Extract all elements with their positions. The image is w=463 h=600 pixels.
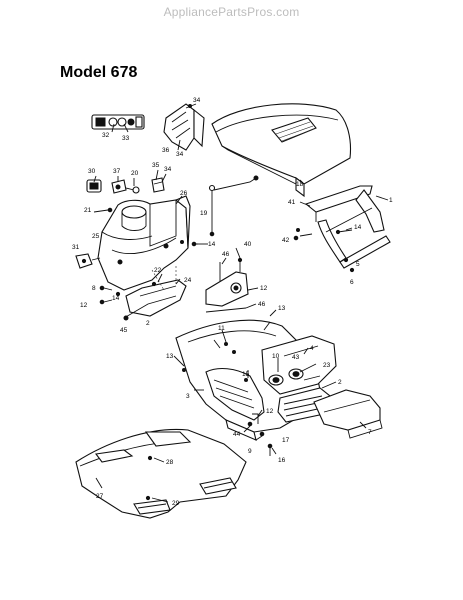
callout-37: 37 <box>113 168 121 175</box>
left-screws-part <box>99 285 121 305</box>
callout-9: 9 <box>248 448 252 455</box>
callout-10: 10 <box>272 353 280 360</box>
callout-34-a: 34 <box>193 97 201 104</box>
callout-43: 43 <box>292 354 300 361</box>
bumper-hardware-part <box>293 228 355 273</box>
callout-13-b: 13 <box>166 353 174 360</box>
callout-5: 5 <box>356 261 360 268</box>
bracket-part <box>75 253 101 269</box>
callout-31: 31 <box>72 244 80 251</box>
callout-40: 40 <box>244 241 252 248</box>
callout-41: 41 <box>288 199 296 206</box>
callout-16: 16 <box>278 457 286 464</box>
callout-32: 32 <box>102 132 110 139</box>
callout-7: 7 <box>368 429 372 436</box>
callout-25: 25 <box>92 233 100 240</box>
callout-14-b: 14 <box>208 241 216 248</box>
dash-panel-part <box>97 195 191 291</box>
watermark: AppliancePartsPros.com <box>163 5 300 19</box>
ignition-switch-part <box>91 114 145 130</box>
callout-42: 42 <box>282 237 290 244</box>
callout-11: 11 <box>218 325 225 332</box>
callout-30: 30 <box>88 168 96 175</box>
callout-12-a: 12 <box>260 285 268 292</box>
callout-15: 15 <box>242 371 250 378</box>
callout-14-c: 14 <box>112 295 120 302</box>
callout-3: 3 <box>186 393 190 400</box>
clip-part <box>151 177 165 193</box>
callout-2-b: 2 <box>338 379 342 386</box>
callout-18: 18 <box>296 181 304 188</box>
choke-rod-part <box>208 175 259 237</box>
callout-12-b: 12 <box>80 302 88 309</box>
grill-part <box>261 335 337 423</box>
side-panel-part <box>205 257 249 307</box>
callout-4: 4 <box>310 345 314 352</box>
dash-bracket-part <box>163 103 205 151</box>
callout-6: 6 <box>350 279 354 286</box>
callout-21: 21 <box>84 207 92 214</box>
callout-46-b: 46 <box>258 301 266 308</box>
model-title: Model 678 <box>60 64 138 81</box>
callout-34-b: 34 <box>176 151 184 158</box>
callout-35: 35 <box>152 162 160 169</box>
callout-29: 29 <box>172 500 180 507</box>
callout-12-c: 12 <box>266 408 274 415</box>
callout-2-a: 2 <box>146 320 150 327</box>
callout-36: 36 <box>162 147 170 154</box>
callout-44: 44 <box>233 431 241 438</box>
callout-27: 27 <box>96 493 104 500</box>
switch-part <box>86 179 102 193</box>
callout-8: 8 <box>92 285 96 292</box>
callout-24: 24 <box>184 277 192 284</box>
screw-part <box>93 207 113 213</box>
callout-26: 26 <box>180 190 188 197</box>
front-bumper-bar-part <box>304 185 391 269</box>
callout-labels: 34 32 33 36 34 18 30 37 20 35 34 26 1 21… <box>72 97 393 507</box>
pedal-rod-part <box>123 295 177 321</box>
callout-23: 23 <box>323 362 331 369</box>
callout-13-a: 13 <box>278 305 286 312</box>
rod-46-part <box>205 262 247 313</box>
small-hardware-part <box>111 179 140 194</box>
callout-17: 17 <box>282 437 290 444</box>
nose-hardware-part <box>247 413 273 456</box>
callout-34-c: 34 <box>164 166 172 173</box>
leader-lines <box>93 103 389 503</box>
callout-19: 19 <box>200 210 208 217</box>
callout-20: 20 <box>131 170 139 177</box>
callout-33: 33 <box>122 135 130 142</box>
callout-1: 1 <box>389 197 393 204</box>
callout-22: 22 <box>154 267 162 274</box>
callout-14-a: 14 <box>354 224 362 231</box>
callout-28: 28 <box>166 459 174 466</box>
hood-part <box>211 103 352 198</box>
callout-46-a: 46 <box>222 251 230 258</box>
callout-45: 45 <box>120 327 128 334</box>
front-skid-plate-part <box>313 389 383 439</box>
fender-part <box>75 428 247 519</box>
